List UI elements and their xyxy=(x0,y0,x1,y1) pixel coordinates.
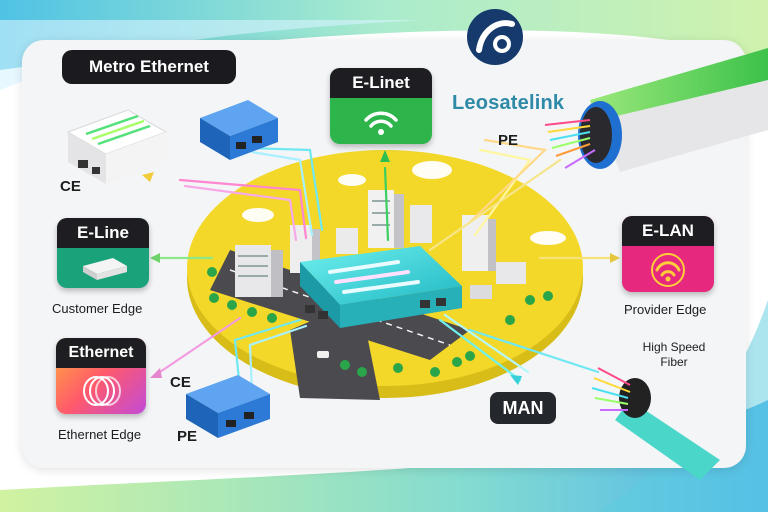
trees xyxy=(207,267,553,377)
arrow-heads xyxy=(142,150,620,385)
router-icon xyxy=(83,258,127,280)
pe-top-label: PE xyxy=(498,132,519,149)
ce-device-icon xyxy=(66,109,168,184)
fiber-cable-icon xyxy=(544,48,768,172)
ce-top-label: CE xyxy=(60,178,81,195)
switch-icon xyxy=(200,100,278,160)
man-label: MAN xyxy=(490,392,556,424)
buildings xyxy=(235,190,526,299)
ring-icon xyxy=(83,376,121,406)
connection-lines xyxy=(158,138,612,394)
e-lan-label: E-LAN xyxy=(622,216,714,246)
central-router xyxy=(300,246,462,328)
wifi-icon xyxy=(364,111,398,135)
ce-bottom-label: CE xyxy=(170,374,191,391)
brand-name: Leosatelink xyxy=(452,92,565,114)
ethernet-label: Ethernet xyxy=(56,338,146,368)
logo-icon xyxy=(467,9,523,65)
customer-edge-label: Customer Edge xyxy=(52,301,143,316)
car xyxy=(317,351,329,358)
wifi-icon xyxy=(651,253,685,287)
clouds xyxy=(242,161,566,245)
e-line-tile: E-Line xyxy=(57,218,149,288)
pe-bottom-label: PE xyxy=(177,428,198,445)
e-lan-tile: E-LAN xyxy=(622,216,714,292)
e-line-label: E-Line xyxy=(57,218,149,248)
page-title: Metro Ethernet xyxy=(62,50,236,84)
high-speed-fiber-label: High Speed Fiber xyxy=(642,340,706,369)
e-linet-label: E-Linet xyxy=(330,68,432,98)
e-linet-tile: E-Linet xyxy=(330,68,432,144)
fiber-cable-icon xyxy=(591,367,720,480)
switch-icon xyxy=(186,375,270,438)
ethernet-edge-label: Ethernet Edge xyxy=(58,427,142,442)
provider-edge-label: Provider Edge xyxy=(624,302,707,317)
ethernet-tile: Ethernet xyxy=(56,338,146,414)
